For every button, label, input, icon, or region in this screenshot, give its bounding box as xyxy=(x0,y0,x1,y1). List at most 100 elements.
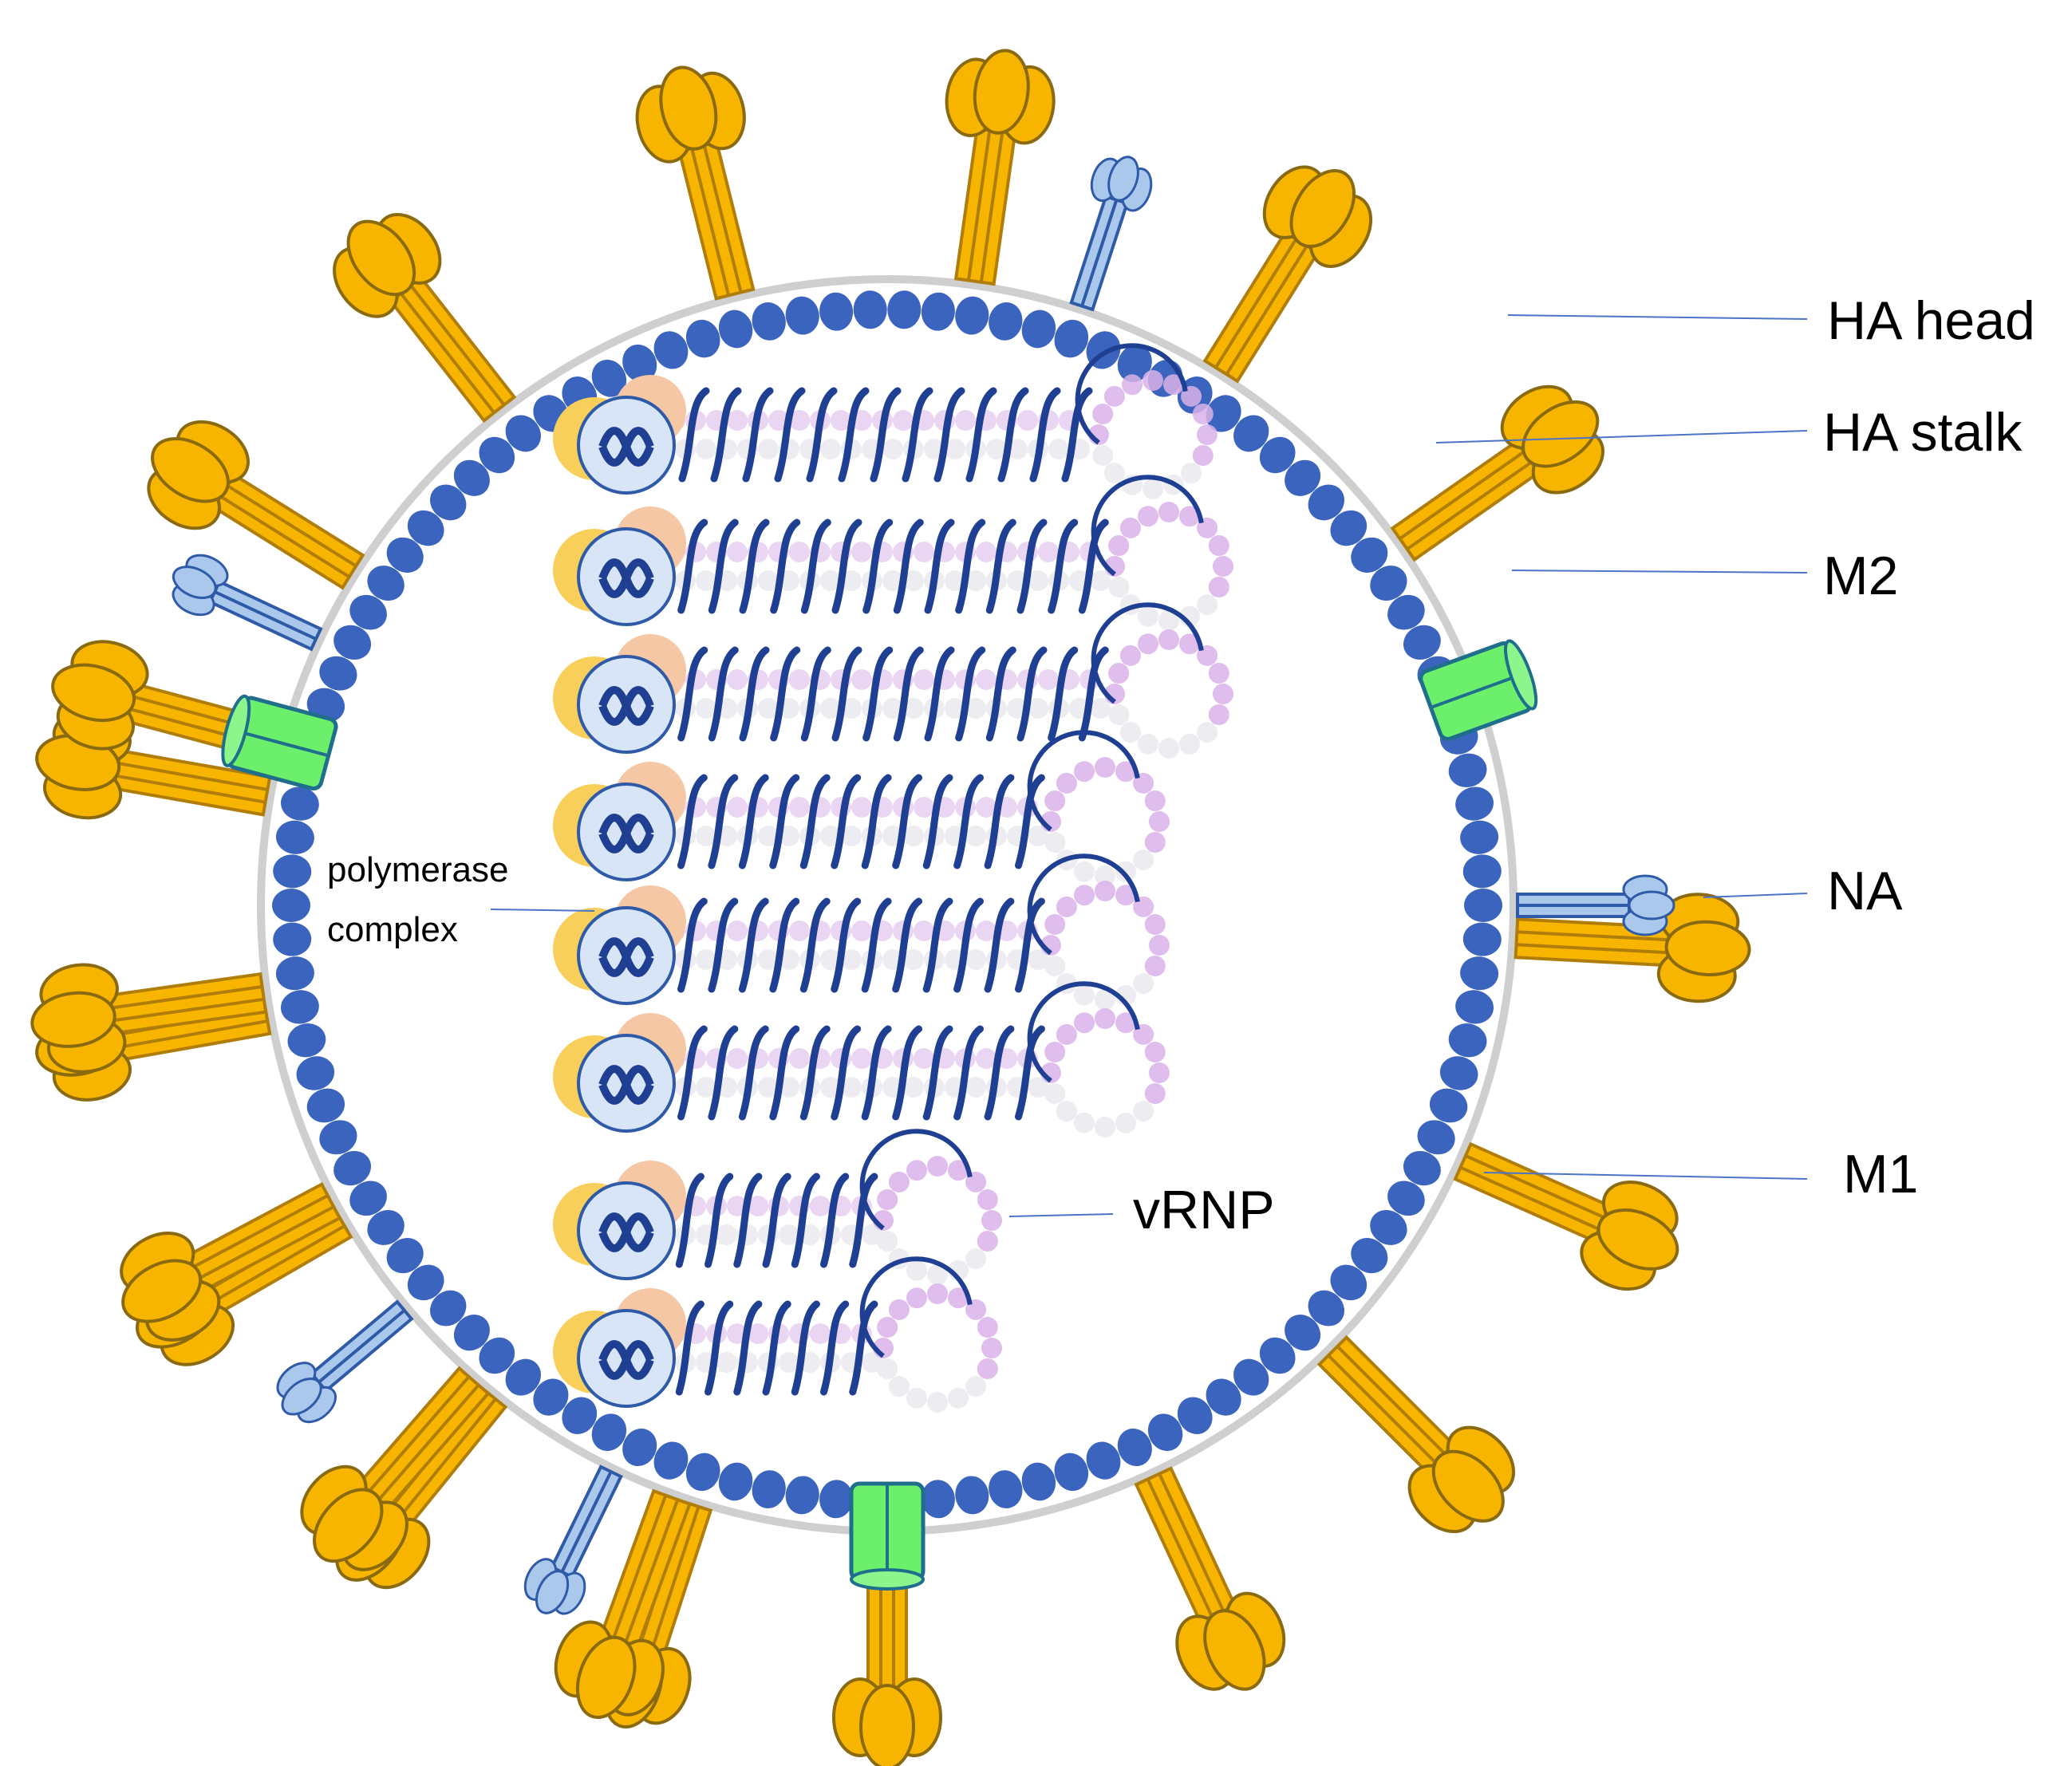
rna-helix-strand xyxy=(1016,646,1048,742)
m1-protein xyxy=(1285,459,1321,496)
np-loop-bead xyxy=(927,1283,948,1304)
np-protein xyxy=(1028,826,1048,846)
m1-matrix-layer xyxy=(272,290,1502,1520)
np-protein xyxy=(851,920,872,941)
np-loop-bead xyxy=(1056,772,1077,794)
rna-loop xyxy=(1027,853,1140,956)
rna-helix-strand xyxy=(704,1173,734,1268)
m1-protein xyxy=(453,1315,490,1351)
np-loop-bead xyxy=(1095,1008,1115,1029)
np-loop-bead xyxy=(1092,404,1114,424)
rna-helix-strand xyxy=(800,646,831,742)
np-protein xyxy=(903,698,924,719)
rna-helix-strand xyxy=(739,646,770,742)
np-loop-bead xyxy=(1074,861,1095,882)
rna-loop xyxy=(859,1129,973,1231)
m1-protein xyxy=(349,1181,387,1216)
m1-protein xyxy=(1439,1056,1478,1090)
vrnp-leader xyxy=(1008,1213,1114,1217)
np-loop-bead xyxy=(1158,610,1179,631)
m1-protein xyxy=(319,1120,357,1155)
np-protein xyxy=(820,698,841,719)
rna-helix-strand xyxy=(708,646,739,742)
np-protein xyxy=(779,1352,799,1373)
rna-helix-strand xyxy=(831,518,862,614)
np-loop-bead xyxy=(1208,663,1229,684)
np-loop-bead xyxy=(977,1358,998,1379)
m1-protein xyxy=(273,922,312,956)
rna-helix-strand xyxy=(893,518,924,614)
rna-helix-strand xyxy=(862,518,894,614)
np-loop-bead xyxy=(1213,556,1233,577)
np-loop-bead xyxy=(1119,517,1141,538)
m1-protein xyxy=(453,459,490,496)
m1-protein xyxy=(273,854,312,889)
rna-helix-strand xyxy=(770,646,801,742)
m1-protein xyxy=(591,1413,627,1452)
np-loop-bead xyxy=(1143,479,1163,499)
ha-head-leader xyxy=(1507,314,1808,320)
np-protein xyxy=(945,698,965,719)
m1-protein xyxy=(1308,484,1344,521)
np-loop-bead xyxy=(1108,577,1130,597)
m1-protein xyxy=(280,786,319,821)
m1-protein xyxy=(1462,854,1502,889)
rna-helix-strand xyxy=(799,897,831,993)
np-loop-bead xyxy=(1103,463,1125,484)
rna-helix-strand xyxy=(831,646,862,742)
ha-spike xyxy=(124,400,383,619)
rna-helix-strand xyxy=(799,1025,831,1121)
np-loop-bead xyxy=(1115,761,1136,782)
m1-protein xyxy=(1448,1023,1487,1058)
ha-spike xyxy=(1439,1111,1699,1307)
np-protein xyxy=(1038,542,1059,562)
rna-helix-strand xyxy=(762,1173,791,1268)
rna-helix-strand xyxy=(984,1025,1015,1121)
np-protein xyxy=(696,949,716,970)
np-loop-bead xyxy=(1179,733,1200,755)
np-loop-bead xyxy=(877,1231,898,1252)
np-protein xyxy=(758,949,779,970)
np-loop-bead xyxy=(981,1338,1002,1358)
m1-protein xyxy=(407,510,444,546)
m1-protein xyxy=(1285,1315,1321,1351)
ha-spike xyxy=(920,41,1062,291)
m1-protein xyxy=(1147,1413,1183,1452)
m1-leader xyxy=(1483,1172,1808,1180)
np-loop-bead xyxy=(1044,790,1066,811)
rna-helix-strand xyxy=(733,1173,763,1268)
np-protein xyxy=(914,669,934,690)
m1-protein xyxy=(275,820,314,854)
np-protein xyxy=(882,698,903,719)
rna-helix-strand xyxy=(997,387,1029,483)
vrnp-segment xyxy=(553,730,1170,886)
rna-helix-strand xyxy=(1029,387,1061,483)
rna-helix-strand xyxy=(733,1300,763,1396)
rna-helix-strand xyxy=(806,387,838,483)
np-loop-bead xyxy=(1197,722,1218,743)
np-protein xyxy=(779,826,799,846)
np-protein xyxy=(914,920,934,941)
np-protein xyxy=(965,698,986,719)
np-loop-bead xyxy=(1158,502,1179,522)
np-protein xyxy=(696,1077,716,1098)
np-protein xyxy=(965,949,986,970)
m1-protein xyxy=(653,331,689,369)
m1-protein xyxy=(1403,625,1441,660)
rna-helix-strand xyxy=(675,1300,704,1396)
rna-helix-strand xyxy=(862,646,894,742)
np-protein xyxy=(789,797,810,818)
m1-protein xyxy=(819,1480,854,1519)
m1-protein xyxy=(386,537,424,573)
rna-loop xyxy=(1027,730,1140,832)
ha-spike xyxy=(312,191,543,443)
rna-helix-strand xyxy=(924,646,955,742)
np-loop-bead xyxy=(1056,1023,1077,1045)
rna-helix-strand xyxy=(774,387,806,483)
m2-channel xyxy=(851,1484,923,1589)
np-protein xyxy=(976,797,997,818)
np-protein xyxy=(779,1077,799,1098)
rna-helix-strand xyxy=(704,1300,734,1396)
m1-protein xyxy=(287,1023,326,1058)
np-loop-bead xyxy=(1074,1112,1095,1133)
